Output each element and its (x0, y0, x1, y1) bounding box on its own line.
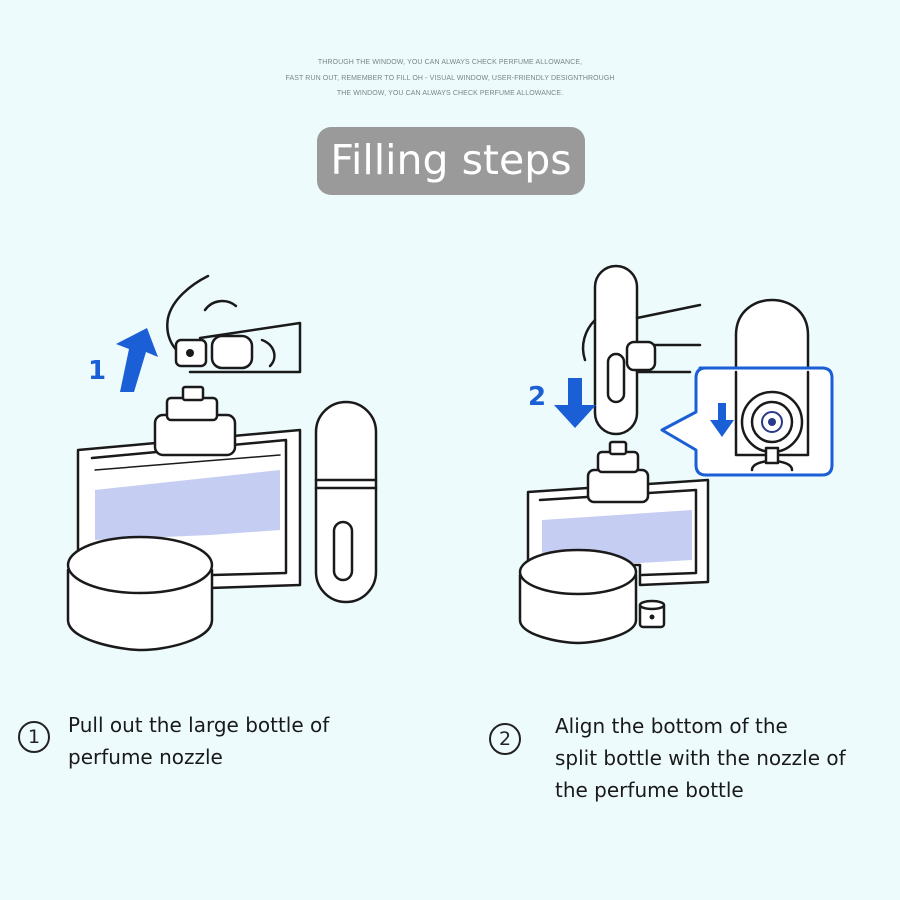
step1-number: 1 (18, 721, 50, 753)
hand-icon (581, 303, 702, 374)
bottle-cap (66, 535, 214, 652)
step2-number: 2 (489, 723, 521, 755)
atomizer-bottle (314, 400, 378, 604)
step1-arrow-label: 1 (88, 356, 107, 386)
step1-line: Pull out the large bottle of (68, 713, 330, 737)
nozzle-cap (638, 599, 666, 629)
atomizer-bottle (734, 298, 810, 372)
down-arrow-icon (554, 378, 596, 428)
top-note-line: THROUGH THE WINDOW, YOU CAN ALWAYS CHECK… (317, 59, 583, 66)
top-note-line: FAST RUN OUT, REMEMBER TO FILL OH - VISU… (285, 74, 615, 82)
page-title: Filling steps (317, 127, 585, 195)
step1-illustration (66, 274, 378, 652)
step2-description: Align the bottom of the split bottle wit… (555, 710, 846, 806)
hand-icon (166, 274, 302, 374)
step2-arrow-label: 2 (528, 382, 547, 412)
down-arrow-icon (710, 403, 734, 437)
step2-illustration (518, 264, 834, 645)
top-note-line: THE WINDOW, YOU CAN ALWAYS CHECK PERFUME… (336, 90, 564, 97)
atomizer-bottle (593, 264, 639, 436)
step1-description: Pull out the large bottle of perfume noz… (68, 709, 329, 773)
nozzle-cap (174, 338, 208, 368)
step1-line: perfume nozzle (68, 745, 223, 769)
step2-line: the perfume bottle (555, 778, 744, 802)
up-arrow-icon (116, 328, 158, 392)
step2-line: split bottle with the nozzle of (555, 746, 846, 770)
step2-line: Align the bottom of the (555, 714, 788, 738)
top-note: THROUGH THE WINDOW, YOU CAN ALWAYS CHECK… (0, 55, 900, 102)
bottle-cap (518, 548, 638, 645)
zoom-callout (660, 366, 834, 477)
